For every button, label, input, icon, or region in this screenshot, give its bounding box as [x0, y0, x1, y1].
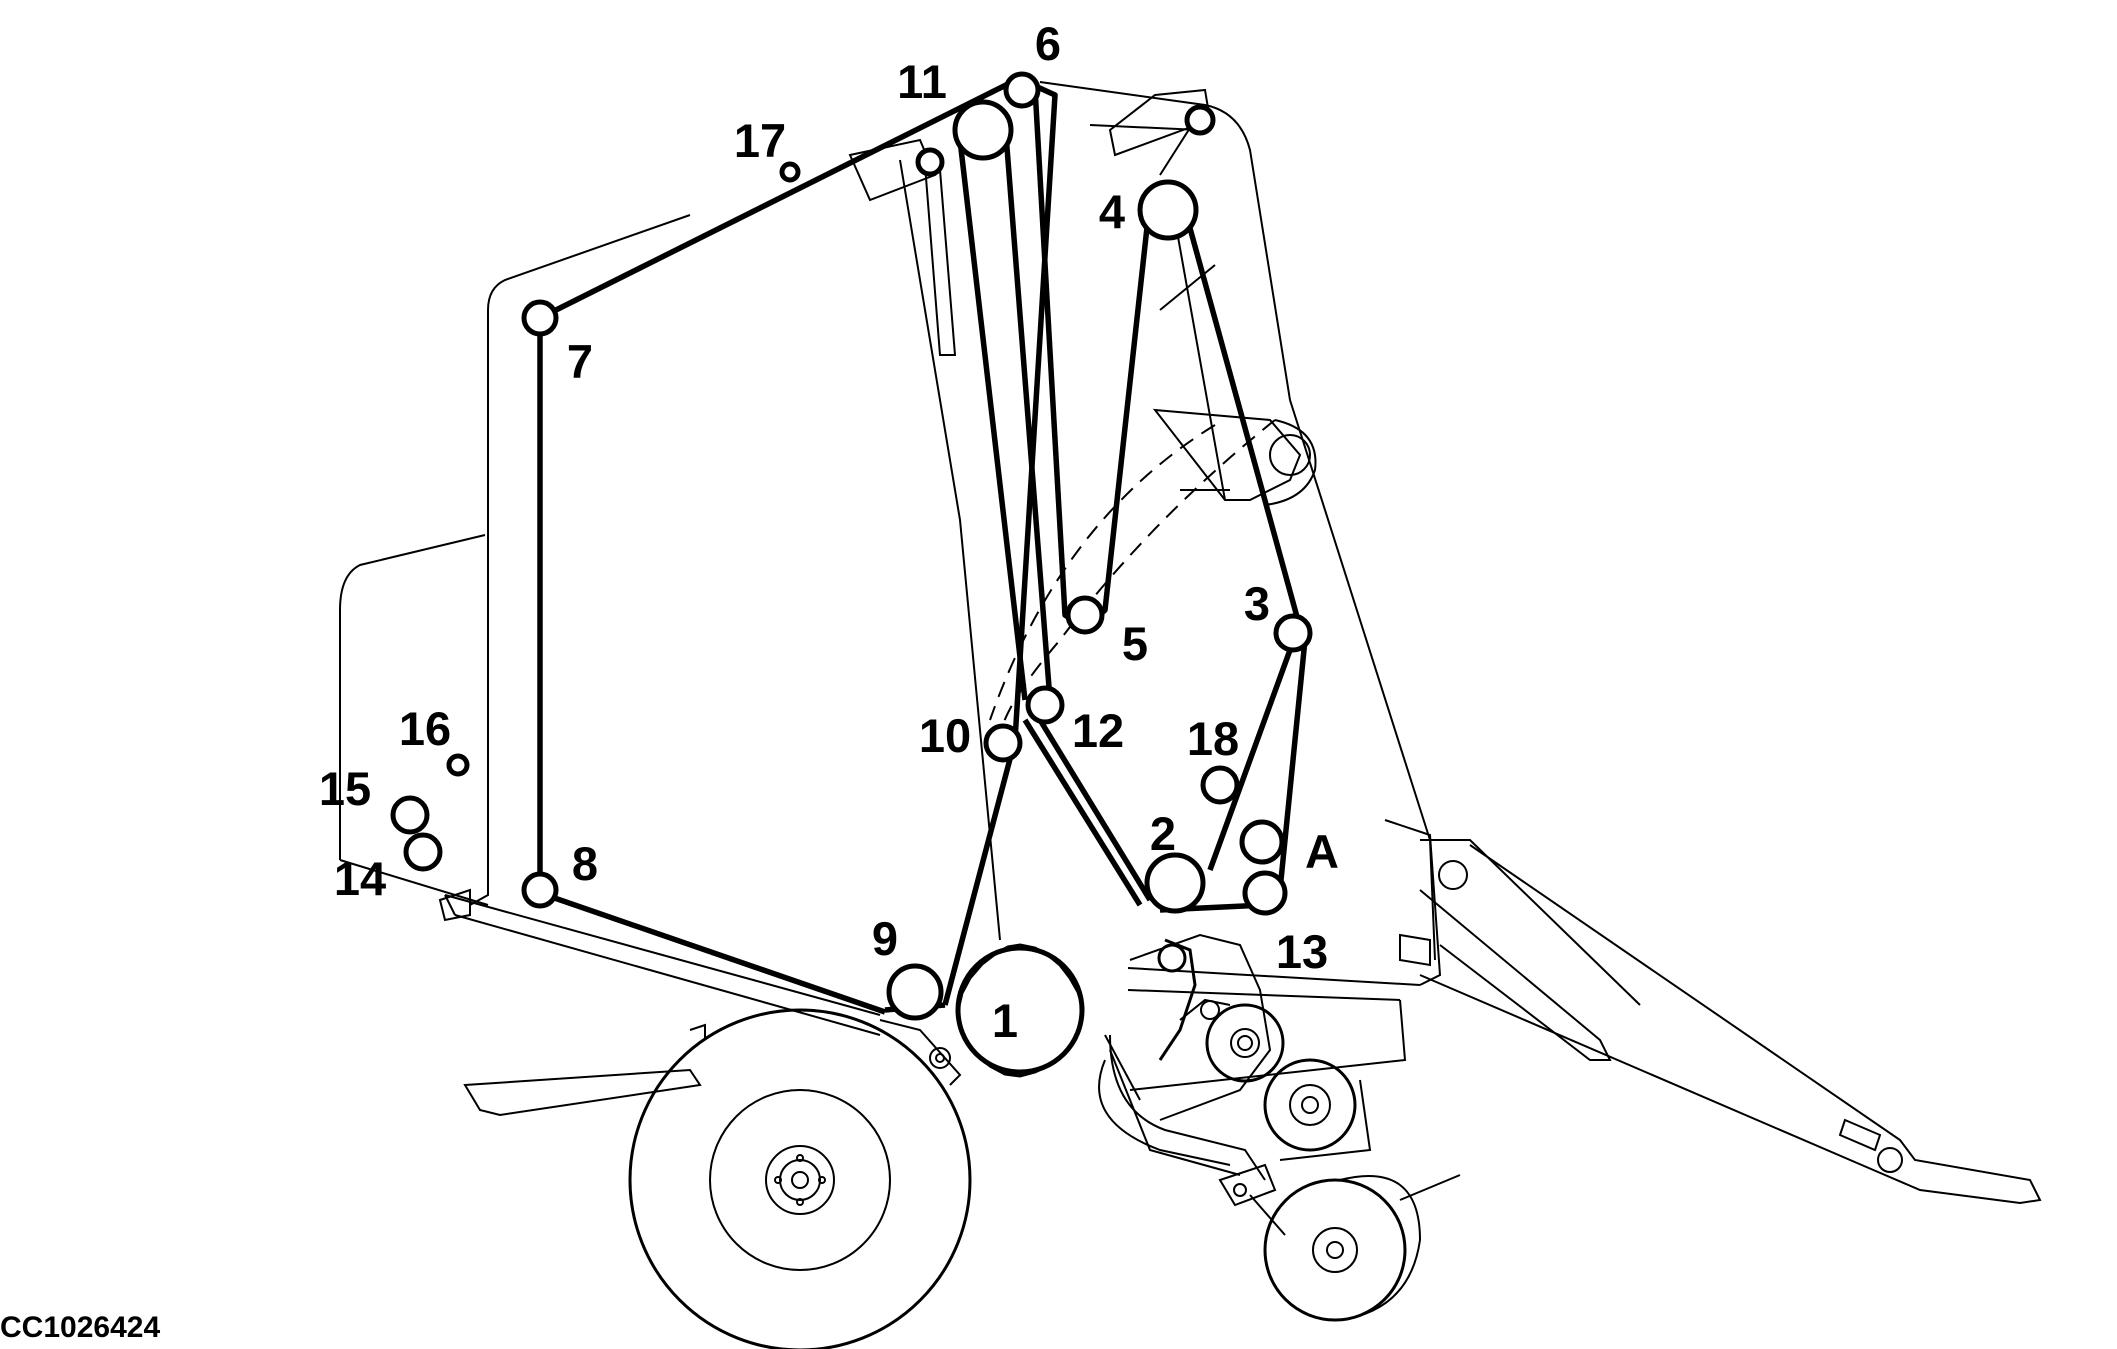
- roller-upper-idler: [915, 147, 945, 177]
- label-13: 13: [1276, 925, 1328, 978]
- tongue-hitch: [1399, 839, 2042, 1205]
- roller-1-teeth: [956, 943, 1085, 1078]
- roller-9: [886, 963, 944, 1021]
- roller-3: [1273, 613, 1313, 653]
- roller-18: [1200, 765, 1240, 805]
- label-A: A: [1305, 825, 1339, 878]
- label-9: 9: [872, 912, 898, 965]
- label-15: 15: [319, 762, 371, 815]
- roller-7: [521, 299, 559, 337]
- roller-15: [390, 795, 430, 835]
- label-14: 14: [334, 852, 386, 905]
- roller-14: [403, 832, 443, 872]
- roller-A: [1239, 819, 1285, 865]
- roller-10: [983, 723, 1023, 763]
- label-1: 1: [992, 994, 1018, 1047]
- roller-13: [1242, 870, 1288, 916]
- label-8: 8: [572, 837, 598, 890]
- label-17: 17: [734, 114, 786, 167]
- label-12: 12: [1072, 704, 1124, 757]
- label-2: 2: [1150, 807, 1176, 860]
- label-10: 10: [919, 709, 971, 762]
- roller-2: [1144, 852, 1206, 914]
- callout-labels: 1 2 3 4 5 6 7 8 9 10 11 12 13 14 15 16 1…: [319, 17, 1339, 1047]
- main-wheel: [463, 1008, 972, 1349]
- roller-11: [952, 99, 1014, 161]
- roller-12: [1025, 685, 1065, 725]
- roller-16: [446, 753, 470, 777]
- roller-8: [521, 871, 559, 909]
- figure-code: CC1026424: [0, 1311, 160, 1344]
- roller-6: [1003, 71, 1041, 109]
- roller-17: [779, 161, 801, 183]
- label-5: 5: [1122, 617, 1148, 670]
- pickup-assembly: [1098, 933, 1461, 1322]
- label-11: 11: [897, 55, 947, 108]
- rollers: [390, 71, 1313, 1078]
- label-6: 6: [1035, 17, 1061, 70]
- label-16: 16: [399, 702, 451, 755]
- label-3: 3: [1244, 577, 1270, 630]
- belt-path: [537, 75, 1308, 1015]
- label-18: 18: [1187, 712, 1239, 765]
- label-4: 4: [1099, 185, 1125, 238]
- roller-4: [1137, 179, 1199, 241]
- label-7: 7: [567, 335, 593, 388]
- roller-top-right-idler: [1184, 104, 1216, 136]
- roller-5: [1065, 595, 1105, 635]
